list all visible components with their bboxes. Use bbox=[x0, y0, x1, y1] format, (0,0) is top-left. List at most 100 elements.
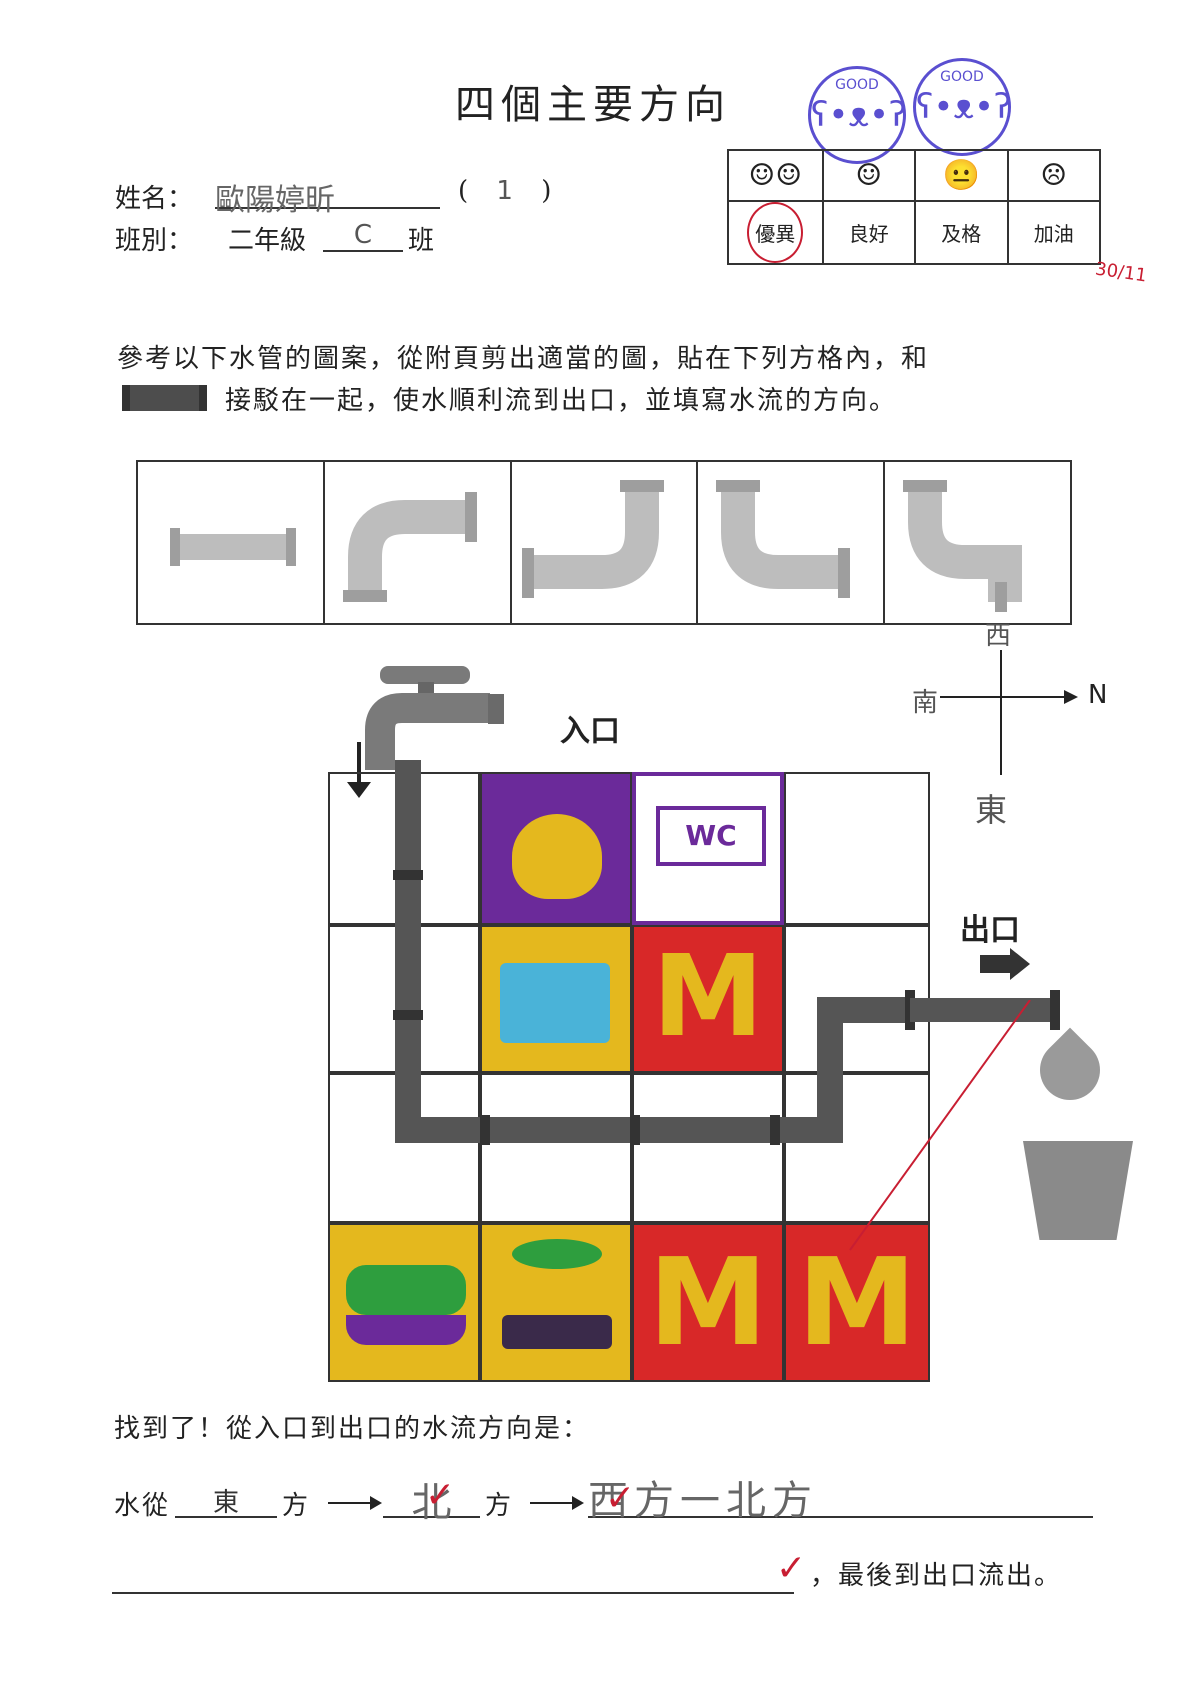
answer-1-value: 東 bbox=[212, 1488, 239, 1518]
answer-2-value: 北 bbox=[411, 1480, 452, 1526]
instruction-line-2: 接駁在一起，使水順利流到出口，並填寫水流的方向。 bbox=[225, 386, 898, 416]
bucket-icon bbox=[1023, 1141, 1133, 1240]
grid-cell[interactable] bbox=[632, 1073, 784, 1223]
exit-arrow-icon bbox=[980, 955, 1012, 973]
pool-icon bbox=[500, 963, 610, 1043]
arrow-icon bbox=[530, 1502, 574, 1504]
compass-east: 東 bbox=[975, 791, 1008, 829]
bear-face-icon: ʕ•ᴥ•ʔ bbox=[811, 95, 907, 135]
compass-vertical bbox=[1000, 650, 1002, 775]
class-number: ( 1 ) bbox=[458, 176, 552, 206]
palm-base-icon bbox=[502, 1315, 612, 1349]
plant-icon bbox=[346, 1265, 466, 1315]
teacher-mark bbox=[849, 1000, 1031, 1251]
answer-field-1[interactable]: 東 bbox=[175, 1482, 277, 1518]
class-label: 班別： bbox=[115, 226, 194, 256]
rating-table: ☺☺ ☺ 😐 ☹ 優異 良好 及格 加油 bbox=[727, 149, 1101, 265]
stamp-text-1: GOOD bbox=[835, 77, 879, 93]
grid-cell[interactable] bbox=[784, 1073, 930, 1223]
tile-wc[interactable]: WC bbox=[632, 772, 784, 925]
grid-cell[interactable] bbox=[480, 1073, 632, 1223]
face-pass-icon: 😐 bbox=[914, 151, 1007, 202]
pipe-path bbox=[393, 760, 1060, 1145]
faucet-icon bbox=[365, 666, 504, 770]
face-good-icon: ☺ bbox=[821, 151, 914, 202]
pipe-reference-strip bbox=[136, 460, 1072, 625]
pipe-ref-elbow-1 bbox=[322, 462, 510, 623]
answer-3-value: 西方一北方 bbox=[588, 1478, 818, 1524]
compass-south: 南 bbox=[912, 688, 939, 718]
answer-fang-2: 方 bbox=[485, 1491, 514, 1521]
arrow-icon bbox=[328, 1502, 372, 1504]
name-label: 姓名： bbox=[115, 184, 194, 214]
class-suffix: 班 bbox=[408, 226, 435, 256]
inflow-arrowhead bbox=[347, 782, 371, 798]
good-stamp-2: GOOD ʕ•ᴥ•ʔ bbox=[913, 58, 1011, 156]
answer-prefix: 水從 bbox=[114, 1491, 171, 1521]
arrowhead-icon bbox=[572, 1496, 584, 1510]
found-text: 找到了！從入口到出口的水流方向是： bbox=[114, 1414, 591, 1444]
check-mark-1: ✓ bbox=[425, 1475, 456, 1516]
elbow-pipe-icon bbox=[342, 492, 477, 602]
face-effort-icon: ☹ bbox=[1006, 151, 1099, 202]
grade: 二年級 bbox=[228, 226, 307, 256]
plant-pot-icon bbox=[346, 1315, 466, 1345]
rating-pass: 及格 bbox=[914, 202, 1007, 263]
arrowhead-icon bbox=[370, 1496, 382, 1510]
entrance-label: 入口 bbox=[560, 714, 620, 749]
pipe-ref-elbow-2 bbox=[509, 462, 697, 623]
rating-excellent: 優異 bbox=[729, 202, 822, 263]
m-logo: M bbox=[797, 1234, 917, 1373]
elbow-pipe-icon bbox=[521, 480, 664, 598]
pipe-maze-grid: WC M M M bbox=[328, 772, 930, 1382]
tile-m[interactable]: M bbox=[632, 925, 784, 1073]
name-field[interactable]: 歐陽婷昕 bbox=[215, 175, 440, 218]
tile-palm[interactable] bbox=[480, 1223, 632, 1382]
inflow-arrow-icon bbox=[357, 742, 361, 784]
pipe-ref-straight bbox=[138, 462, 323, 623]
tile-cat[interactable] bbox=[480, 772, 632, 925]
tile-m[interactable]: M bbox=[784, 1223, 930, 1382]
exit-arrowhead bbox=[1010, 948, 1030, 980]
answer-field-4[interactable] bbox=[112, 1558, 794, 1594]
rating-good: 良好 bbox=[821, 202, 915, 263]
rating-effort: 加油 bbox=[1006, 202, 1100, 263]
compass-cross bbox=[940, 696, 1068, 698]
straight-pipe-icon bbox=[170, 528, 296, 566]
bear-face-icon: ʕ•ᴥ•ʔ bbox=[916, 87, 1012, 127]
compass-north: N bbox=[1088, 680, 1108, 710]
answer-field-2[interactable]: 北 bbox=[383, 1470, 480, 1526]
grid-cell[interactable] bbox=[784, 772, 930, 925]
pipe-ref-elbow-4 bbox=[883, 462, 1070, 623]
answer-fang-1: 方 bbox=[282, 1491, 311, 1521]
pipe-ref-elbow-3 bbox=[696, 462, 883, 623]
elbow-pipe-icon bbox=[903, 480, 1023, 612]
straight-pipe-icon bbox=[122, 385, 207, 411]
tile-plants[interactable] bbox=[328, 1223, 480, 1382]
cat-face-icon bbox=[512, 814, 602, 899]
exit-label: 出口 bbox=[960, 913, 1020, 948]
tile-m[interactable]: M bbox=[632, 1223, 784, 1382]
answer-ending: ，最後到出口流出。 bbox=[810, 1561, 1063, 1591]
elbow-pipe-icon bbox=[716, 480, 851, 598]
palm-leaves-icon bbox=[512, 1239, 602, 1269]
check-mark-2: ✓ bbox=[605, 1478, 636, 1519]
face-excellent-icon: ☺☺ bbox=[729, 151, 822, 202]
wc-sign: WC bbox=[656, 806, 766, 866]
class-letter: C bbox=[353, 220, 373, 250]
date-mark: 30/11 bbox=[1093, 258, 1149, 287]
instruction-line-1: 參考以下水管的圖案，從附頁剪出適當的圖，貼在下列方格內，和 bbox=[117, 344, 930, 374]
rating-excellent-label: 優異 bbox=[747, 202, 804, 263]
tile-pool[interactable] bbox=[480, 925, 632, 1073]
name-value: 歐陽婷昕 bbox=[215, 183, 335, 218]
m-logo: M bbox=[652, 932, 764, 1062]
m-logo: M bbox=[648, 1234, 768, 1373]
class-letter-field[interactable]: C bbox=[323, 220, 403, 252]
page-title: 四個主要方向 bbox=[455, 82, 731, 128]
answer-field-3[interactable]: 西方一北方 bbox=[588, 1468, 1093, 1524]
check-mark-3: ✓ bbox=[776, 1548, 807, 1589]
compass-arrow-icon bbox=[1064, 690, 1078, 704]
good-stamp-1: GOOD ʕ•ᴥ•ʔ bbox=[808, 66, 906, 164]
stamp-text-2: GOOD bbox=[940, 69, 984, 85]
compass-west: 西 bbox=[985, 621, 1012, 651]
